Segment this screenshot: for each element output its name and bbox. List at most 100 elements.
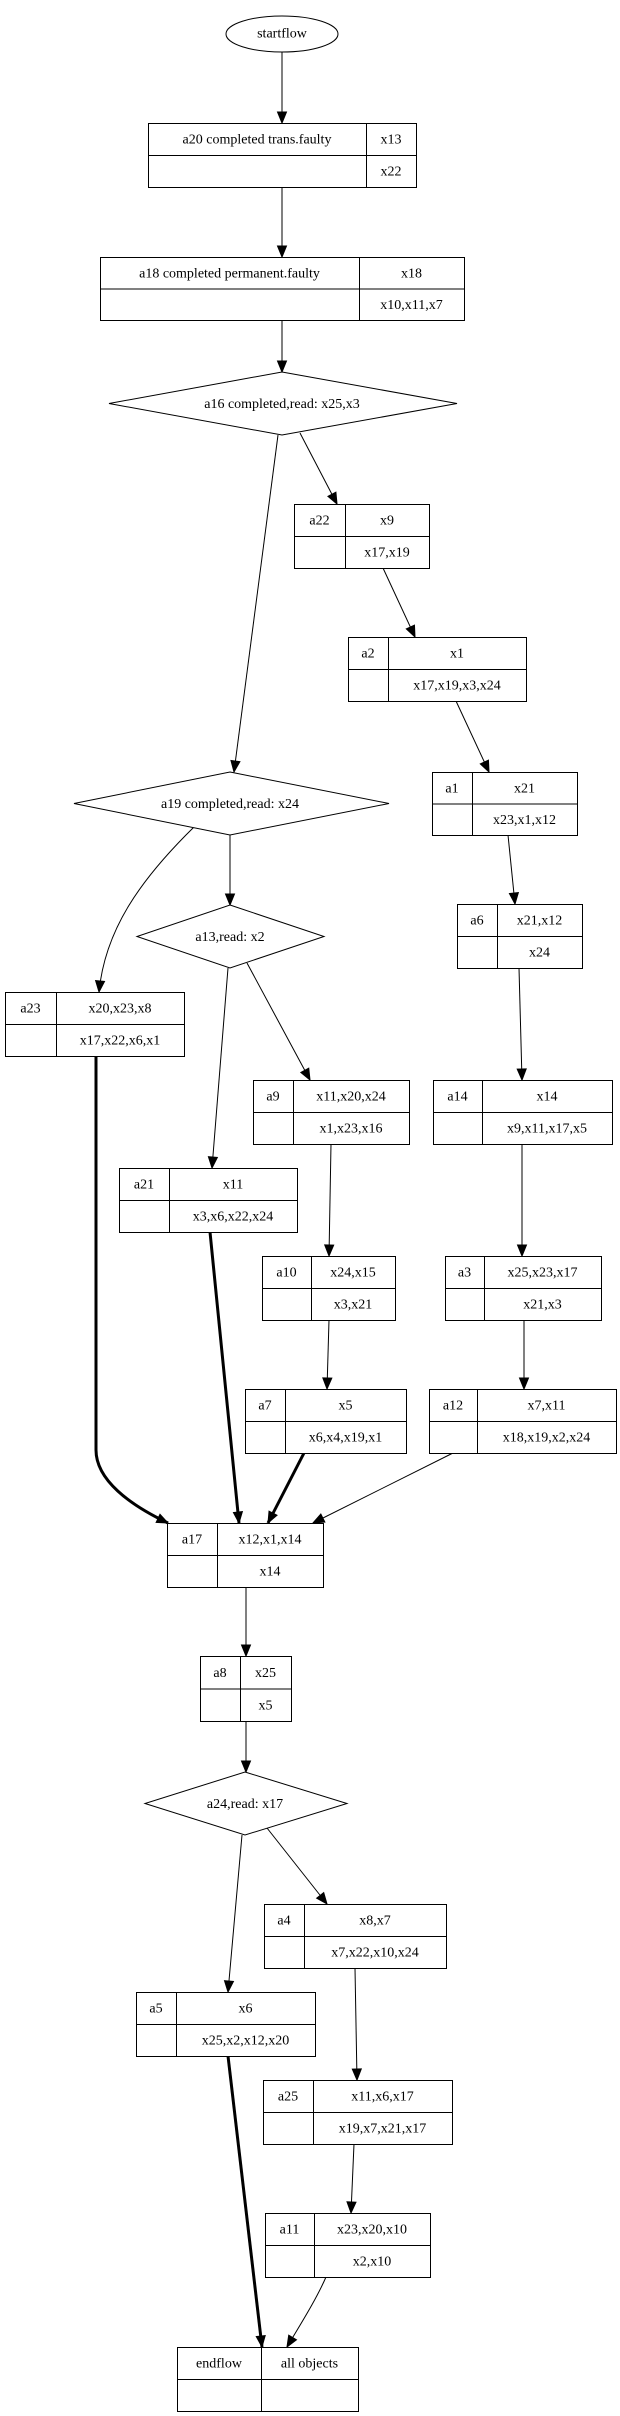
record-name: a2 xyxy=(361,647,374,662)
edge-line xyxy=(507,834,516,905)
edge-line xyxy=(286,2276,327,2348)
edge-a19-to-a23 xyxy=(94,826,195,994)
record-top-value: x11,x6,x17 xyxy=(351,2090,413,2105)
record-top-value: x25 xyxy=(255,1666,276,1681)
arrowhead-icon xyxy=(232,1511,244,1525)
arrowhead-icon xyxy=(207,1156,219,1170)
record-bottom-value: x24 xyxy=(529,946,550,961)
edge-a24-to-a4 xyxy=(266,1827,328,1906)
record-top-value: x5 xyxy=(339,1399,353,1414)
record-name: a25 xyxy=(278,2090,298,2105)
record-bottom-value: x6,x4,x19,x1 xyxy=(309,1431,383,1446)
arrowhead-icon xyxy=(315,1891,328,1906)
edge-line xyxy=(227,1834,243,1993)
record-top-value: x21,x12 xyxy=(517,914,563,929)
edge-a21-to-a17 xyxy=(208,1231,244,1525)
edge-line xyxy=(326,1319,330,1390)
decision-label: a13,read: x2 xyxy=(195,930,264,945)
edge-a6-to-a14 xyxy=(516,967,527,1082)
record-top-value: x23,x20,x10 xyxy=(337,2223,407,2238)
record-name: a23 xyxy=(20,1002,40,1017)
record-name: a22 xyxy=(309,514,329,529)
record-bottom-value: x17,x19 xyxy=(364,546,410,561)
edge-a12-to-a17 xyxy=(311,1452,454,1524)
node-a19[interactable]: a19 completed,read: x24 xyxy=(73,771,390,836)
record-top-value: x6 xyxy=(239,2002,253,2017)
record-top-value: x14 xyxy=(537,1090,558,1105)
edge-a7-to-a17 xyxy=(266,1452,306,1525)
arrowhead-icon xyxy=(479,759,490,774)
decision-label: a16 completed,read: x25,x3 xyxy=(204,397,360,412)
edge-line xyxy=(233,434,279,773)
edge-a3-to-a12 xyxy=(518,1320,530,1391)
node-a16[interactable]: a16 completed,read: x25,x3 xyxy=(108,371,458,436)
record-name: a1 xyxy=(445,781,458,796)
edge-a22-to-a2 xyxy=(382,567,416,639)
arrowhead-icon xyxy=(94,980,106,994)
record-name: a8 xyxy=(213,1666,226,1681)
edge-line xyxy=(354,1967,358,2081)
decision-diamond xyxy=(135,904,326,969)
arrowhead-icon xyxy=(299,1067,311,1082)
start-ellipse xyxy=(225,15,339,53)
record-bottom-value: x22 xyxy=(381,165,402,180)
edge-a24-to-a5 xyxy=(223,1834,243,1994)
arrowhead-icon xyxy=(327,491,338,506)
record-bottom-value: x23,x1,x12 xyxy=(493,813,556,828)
record-top-value: all objects xyxy=(281,2357,338,2372)
record-bottom-value: x3,x6,x22,x24 xyxy=(193,1210,274,1225)
edge-a11-to-endflow xyxy=(286,2276,327,2349)
record-name: a3 xyxy=(458,1266,471,1281)
arrowhead-icon xyxy=(155,1513,170,1524)
record-name: a4 xyxy=(277,1914,290,1929)
record-name: a11 xyxy=(280,2223,300,2238)
node-a8[interactable]: a8 x25 x5 xyxy=(200,1656,292,1722)
record-bottom-value: x10,x11,x7 xyxy=(380,298,442,313)
edge-line xyxy=(266,1827,328,1905)
arrowhead-icon xyxy=(255,2334,266,2349)
record-bottom-value: x3,x21 xyxy=(334,1298,373,1313)
edge-a20-to-a18 xyxy=(276,187,288,259)
arrowhead-icon xyxy=(518,1377,530,1391)
arrowhead-icon xyxy=(405,624,416,639)
edge-a2-to-a1 xyxy=(455,700,490,774)
edge-line xyxy=(312,1452,454,1524)
record-name: a21 xyxy=(134,1178,154,1193)
node-a24[interactable]: a24,read: x17 xyxy=(143,1771,349,1836)
record-bottom-value: x18,x19,x2,x24 xyxy=(503,1431,591,1446)
edge-line xyxy=(299,432,338,505)
arrowhead-icon xyxy=(276,360,288,374)
node-startflow[interactable]: startflow xyxy=(225,15,339,53)
node-a13[interactable]: a13,read: x2 xyxy=(135,904,326,969)
arrowhead-icon xyxy=(240,1760,252,1774)
record-bottom-value: x5 xyxy=(259,1698,273,1713)
arrowhead-icon xyxy=(276,111,288,125)
edge-line xyxy=(382,567,416,638)
edge-startflow-to-a20 xyxy=(276,52,288,125)
edge-a8-to-a24 xyxy=(240,1721,252,1774)
edge-a23-to-a17 xyxy=(94,1056,170,1525)
record-bottom-value: x1,x23,x16 xyxy=(320,1122,383,1137)
arrowhead-icon xyxy=(516,1068,527,1082)
